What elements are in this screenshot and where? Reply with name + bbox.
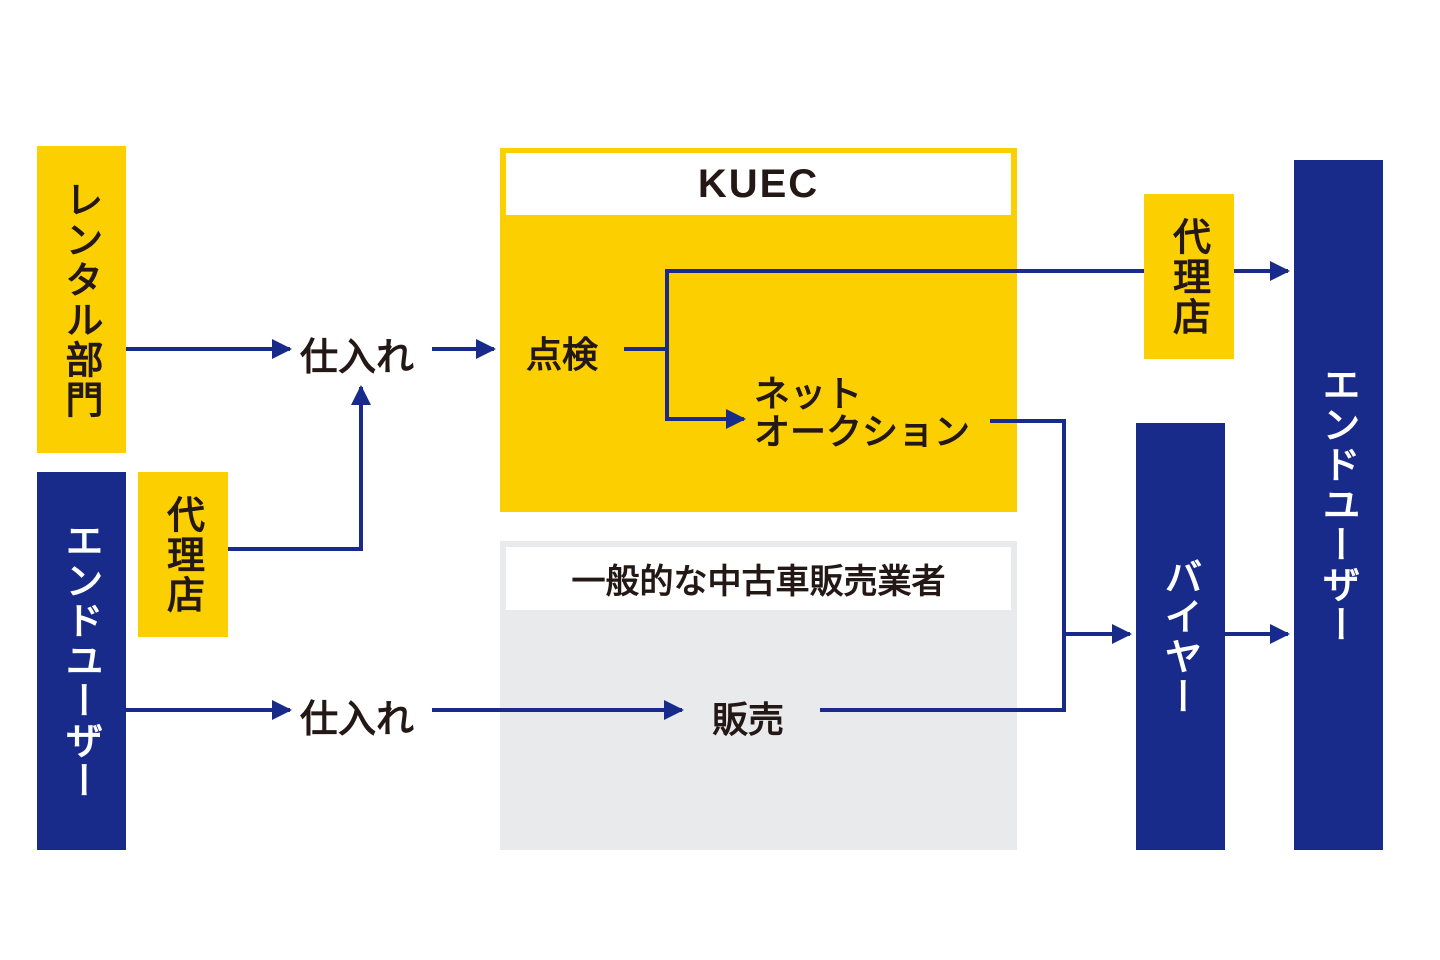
rental-department-node: レンタル部門	[37, 146, 126, 453]
net-auction-line2: オークション	[754, 412, 971, 453]
dealer-right-node: 代理店	[1144, 194, 1234, 359]
arrow-dealer-left-to-purchase	[228, 385, 371, 551]
end-user-left-label: エンドユーザー	[59, 521, 103, 801]
purchase-bottom-label: 仕入れ	[300, 697, 415, 741]
net-auction-line1: ネット	[754, 374, 863, 415]
dealer-left-label: 代理店	[160, 494, 205, 615]
kuec-group: KUEC 点検 ネット オークション	[500, 148, 1017, 512]
rental-department-label: レンタル部門	[59, 179, 103, 420]
net-auction-label: ネット オークション	[754, 376, 970, 452]
end-user-right-node: エンドユーザー	[1294, 160, 1383, 850]
end-user-right-label: エンドユーザー	[1316, 365, 1360, 645]
general-dealer-group: 一般的な中古車販売業者 販売	[500, 541, 1017, 850]
end-user-left-node: エンドユーザー	[37, 472, 126, 850]
kuec-title: KUEC	[506, 153, 1011, 215]
dealer-right-label: 代理店	[1166, 216, 1211, 337]
buyer-label: バイヤー	[1158, 556, 1202, 717]
sales-label: 販売	[712, 700, 785, 741]
inspection-label: 点検	[526, 335, 599, 376]
general-dealer-title: 一般的な中古車販売業者	[506, 547, 1011, 610]
purchase-top-label: 仕入れ	[300, 335, 415, 379]
dealer-left-node: 代理店	[138, 472, 228, 637]
buyer-node: バイヤー	[1136, 423, 1225, 850]
